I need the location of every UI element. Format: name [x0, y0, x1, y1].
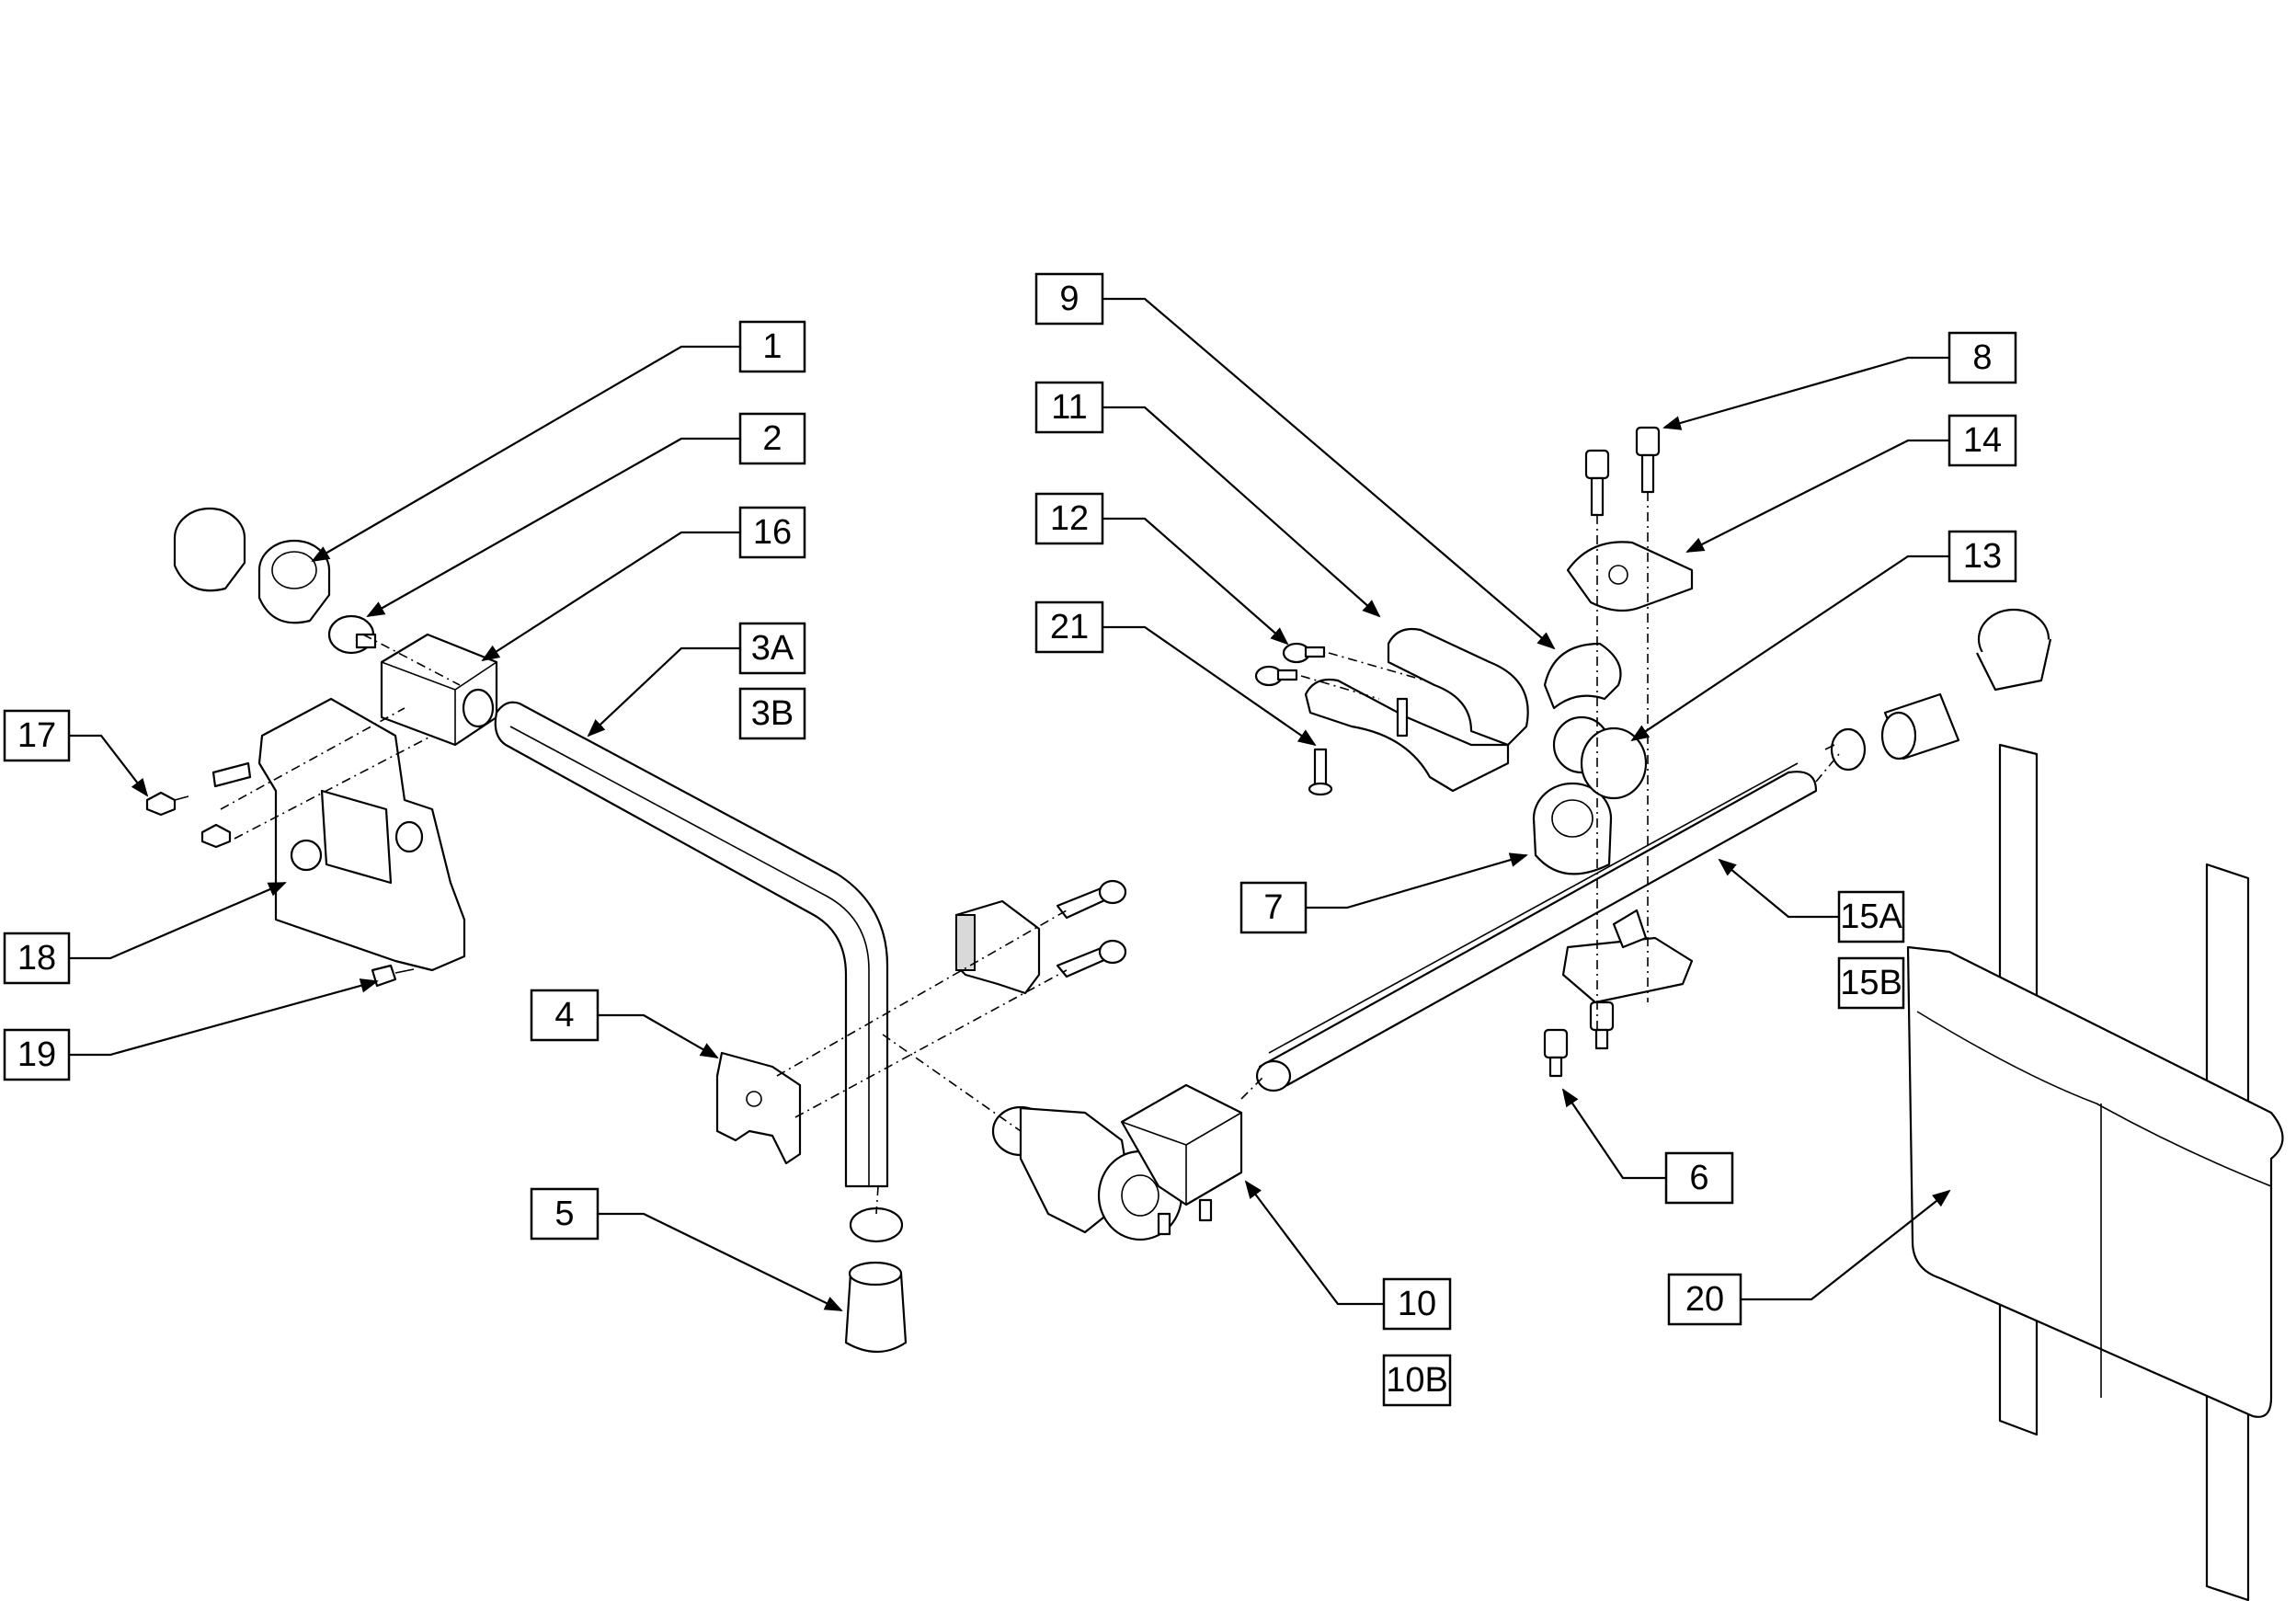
svg-text:21: 21	[1050, 608, 1089, 646]
svg-text:9: 9	[1059, 280, 1079, 318]
callouts: 1 2 16 3A 3B 17 18 19	[3, 272, 2017, 1407]
callout-2: 2	[738, 412, 806, 465]
svg-text:20: 20	[1685, 1280, 1724, 1319]
svg-text:15B: 15B	[1840, 964, 1902, 1002]
leader-lines	[69, 297, 1951, 1311]
part-12-screws	[1254, 642, 1326, 687]
part-15a-straight-tube	[1255, 762, 1818, 1092]
svg-text:3A: 3A	[751, 629, 794, 668]
part-16-block	[380, 633, 498, 747]
callout-8: 8	[1948, 331, 2017, 384]
callout-10b: 10B	[1382, 1354, 1452, 1407]
callout-3a: 3A	[738, 622, 806, 675]
part-7-lower-clamp	[1532, 782, 1613, 875]
svg-text:11: 11	[1051, 388, 1087, 427]
part-19-screw	[371, 964, 415, 988]
callout-12: 12	[1034, 492, 1104, 545]
part-1-end-caps	[173, 507, 331, 624]
svg-text:5: 5	[554, 1195, 574, 1233]
part-8-bolts	[1584, 426, 1661, 517]
callout-9: 9	[1034, 272, 1104, 326]
callout-11: 11	[1034, 381, 1104, 434]
svg-text:1: 1	[762, 327, 782, 366]
svg-text:2: 2	[762, 419, 782, 458]
part-20-pouch	[1906, 743, 2284, 1601]
svg-text:12: 12	[1050, 499, 1089, 538]
svg-text:17: 17	[17, 716, 56, 755]
part-3a-l-tube	[494, 701, 889, 1188]
part-10-hinge	[991, 1083, 1243, 1241]
callout-15b: 15B	[1837, 956, 1905, 1010]
callout-19: 19	[3, 1028, 71, 1081]
assembly-center-lines	[220, 492, 1840, 1215]
callout-14: 14	[1948, 414, 2017, 467]
callout-5: 5	[530, 1187, 600, 1241]
callout-18: 18	[3, 932, 71, 985]
part-6-bolts	[1543, 1001, 1615, 1078]
part-21-screw	[1308, 748, 1333, 796]
callout-13: 13	[1948, 530, 2017, 583]
svg-text:3B: 3B	[751, 694, 794, 733]
svg-text:6: 6	[1689, 1159, 1708, 1197]
svg-text:15A: 15A	[1840, 898, 1902, 936]
svg-text:10: 10	[1398, 1285, 1436, 1323]
svg-text:14: 14	[1963, 421, 2002, 460]
svg-text:7: 7	[1263, 888, 1283, 927]
svg-text:10B: 10B	[1386, 1361, 1448, 1400]
callout-6: 6	[1664, 1151, 1734, 1205]
part-4-screws	[1056, 879, 1127, 978]
part-4-split-clamp	[715, 899, 1041, 1165]
callout-17: 17	[3, 709, 71, 762]
callout-4: 4	[530, 989, 600, 1042]
part-18-plate	[257, 697, 466, 972]
callout-21: 21	[1034, 600, 1104, 654]
svg-text:8: 8	[1972, 338, 1992, 377]
callout-10: 10	[1382, 1277, 1452, 1331]
callout-7: 7	[1239, 881, 1308, 934]
part-5-grip	[844, 1206, 908, 1353]
callout-20: 20	[1667, 1273, 1742, 1326]
part-17-screws	[145, 761, 252, 849]
part-13-knob	[1580, 726, 1648, 800]
svg-text:13: 13	[1963, 537, 2002, 576]
svg-text:4: 4	[554, 996, 574, 1035]
svg-text:18: 18	[17, 939, 56, 978]
saddle-clamp	[1561, 909, 1694, 1004]
part-11-bracket	[1304, 627, 1529, 793]
callout-16: 16	[738, 506, 806, 559]
part-14-clip	[1566, 541, 1694, 612]
callout-15a: 15A	[1837, 890, 1905, 943]
callout-3b: 3B	[738, 687, 806, 740]
svg-text:16: 16	[753, 513, 792, 552]
parts-artwork	[145, 426, 2284, 1601]
callout-1: 1	[738, 320, 806, 373]
svg-text:19: 19	[17, 1035, 56, 1074]
part-2-plug	[327, 614, 377, 655]
part-15-end-fittings	[1824, 608, 2052, 772]
